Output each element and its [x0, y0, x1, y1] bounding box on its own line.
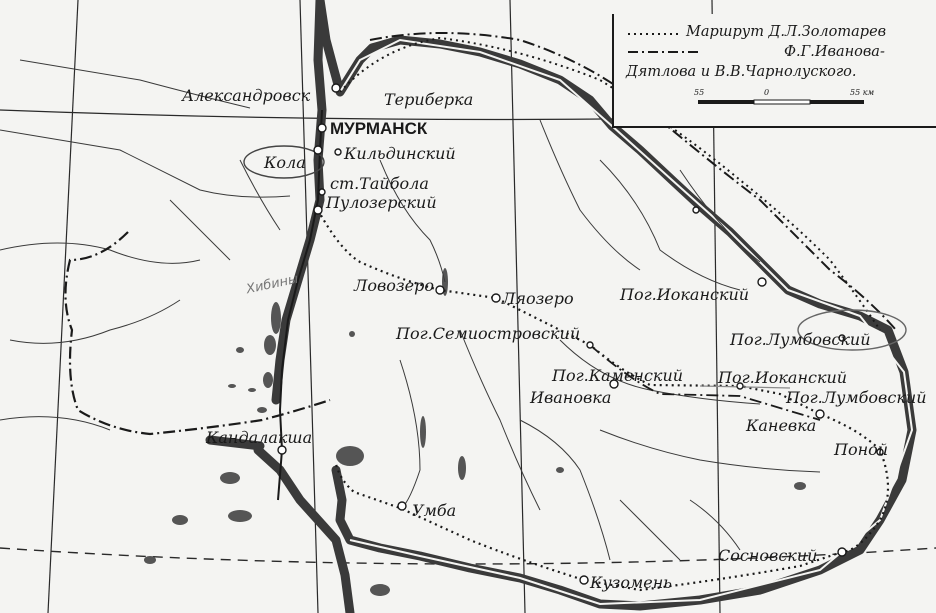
annotation-stroke — [699, 385, 791, 389]
settlement-markers — [277, 83, 884, 585]
label-aleksandrovsk: Александровск — [182, 86, 311, 105]
arctic-circle — [0, 547, 936, 565]
railway — [277, 109, 323, 501]
label-lovozero: Ловозеро — [354, 276, 434, 295]
label-ponoi: Поной — [834, 440, 889, 459]
label-kandalaksha: Кандалакша — [206, 428, 313, 447]
label-iokansky-north: Пог.Иоканский — [620, 285, 750, 304]
scale-bar — [698, 99, 864, 105]
label-murmansk: МУРМАНСК — [330, 119, 428, 138]
label-teriberka: Териберка — [384, 90, 474, 109]
label-taibola: ст.Тайбола — [330, 174, 429, 193]
legend-line-1: Маршрут Д.Л.Золотарев — [686, 24, 887, 40]
label-kanevka: Каневка — [746, 416, 817, 435]
label-pulozersky: Пулозерский — [326, 193, 437, 212]
label-lumbovsky-south: Пог.Лумбовский — [786, 388, 927, 407]
label-kuzomen: Кузомень — [590, 573, 673, 592]
scale-tick-right: 55 км — [850, 88, 875, 97]
label-kola: Кола — [264, 153, 306, 172]
label-kamensky: Пог.Каменский — [552, 366, 684, 385]
rivers — [0, 59, 821, 561]
label-iokansky-south: Пог.Иоканский — [718, 368, 848, 387]
legend-line-3: Дятлова и В.В.Чарнолуского. — [626, 64, 857, 80]
label-ivanovka: Ивановка — [530, 388, 612, 407]
label-lyavozero: Ляозеро — [502, 289, 574, 308]
label-sosnovsky: Сосновский — [718, 546, 818, 565]
marked-kola-ellipse — [243, 145, 325, 179]
route-dashdot — [369, 32, 897, 331]
marked-lumbovsky-ellipse — [797, 309, 907, 351]
map-legend: Маршрут Д.Л.Золотарев Ф.Г.Иванова- Дятло… — [612, 14, 936, 128]
coast-inner — [339, 38, 914, 606]
label-umba: Умба — [412, 501, 457, 520]
legend-line-2: Ф.Г.Иванова- — [784, 44, 885, 60]
route-dashdot-inner — [589, 344, 821, 421]
scale-tick-left: 55 — [694, 88, 705, 97]
scale-tick-mid: 0 — [764, 88, 770, 97]
route-dashdot-west — [64, 231, 331, 436]
label-lumbovsky-north: Пог.Лумбовский — [730, 330, 871, 349]
legend-symbols — [628, 33, 864, 105]
label-semiostrovsky: Пог.Семиостровский — [396, 324, 581, 343]
label-kildinsky: Кильдинский — [344, 144, 456, 163]
